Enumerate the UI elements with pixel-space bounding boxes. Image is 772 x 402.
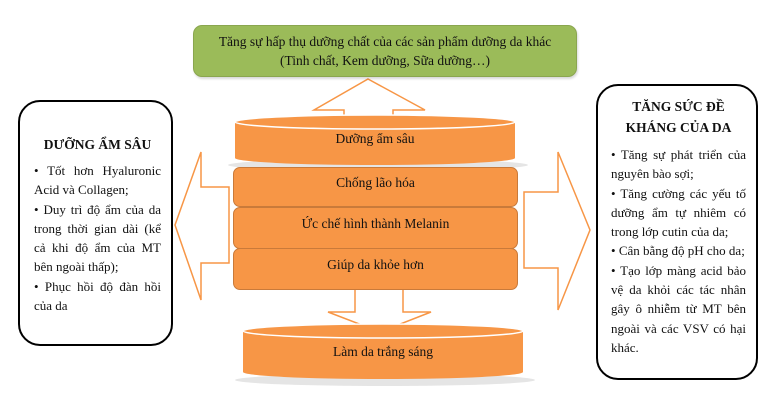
layer-anti-aging: Chống lão hóa bbox=[233, 167, 518, 207]
list-item: Duy trì độ ẩm của da trong thời gian dài… bbox=[34, 200, 161, 277]
top-box-line2: (Tinh chất, Kem dưỡng, Sữa dưỡng…) bbox=[279, 53, 491, 68]
top-benefit-box: Tăng sự hấp thụ dưỡng chất của các sản p… bbox=[193, 25, 577, 77]
left-box-title: DƯỠNG ẨM SÂU bbox=[43, 137, 152, 152]
list-item: Tạo lớp màng acid bảo vệ da khỏi các tác… bbox=[611, 261, 746, 357]
top-cylinder-label: Dưỡng ẩm sâu bbox=[335, 131, 415, 146]
top-cylinder bbox=[228, 114, 528, 171]
layer-label: Ức chế hình thành Melanin bbox=[301, 216, 450, 231]
list-item: Tăng cường các yếu tố dưỡng ẩm tự nhiêm … bbox=[611, 184, 746, 242]
right-box-title-line2: KHÁNG CỦA DA bbox=[625, 120, 732, 135]
bottom-cylinder bbox=[235, 323, 535, 386]
right-info-box: TĂNG SỨC ĐỀ KHÁNG CỦA DA Tăng sự phát tr… bbox=[596, 84, 758, 380]
layer-label: Chống lão hóa bbox=[336, 175, 415, 190]
layer-label: Giúp da khỏe hơn bbox=[327, 257, 424, 272]
list-item: Tăng sự phát triển của nguyên bào sợi; bbox=[611, 145, 746, 184]
bottom-cylinder-label: Làm da trắng sáng bbox=[332, 344, 434, 359]
right-box-title-line1: TĂNG SỨC ĐỀ bbox=[632, 99, 725, 114]
list-item: Phục hồi độ đàn hồi của da bbox=[34, 277, 161, 316]
list-item: Tốt hơn Hyaluronic Acid và Collagen; bbox=[34, 161, 161, 200]
right-arrow bbox=[523, 151, 591, 311]
left-arrow bbox=[174, 151, 230, 301]
left-info-box: DƯỠNG ẨM SÂU Tốt hơn Hyaluronic Acid và … bbox=[18, 100, 173, 346]
list-item: Cân bằng độ pH cho da; bbox=[611, 241, 746, 260]
down-arrow bbox=[327, 287, 432, 333]
top-box-line1: Tăng sự hấp thụ dưỡng chất của các sản p… bbox=[218, 34, 552, 49]
layer-melanin: Ức chế hình thành Melanin bbox=[233, 207, 518, 249]
layer-healthy-skin: Giúp da khỏe hơn bbox=[233, 248, 518, 290]
